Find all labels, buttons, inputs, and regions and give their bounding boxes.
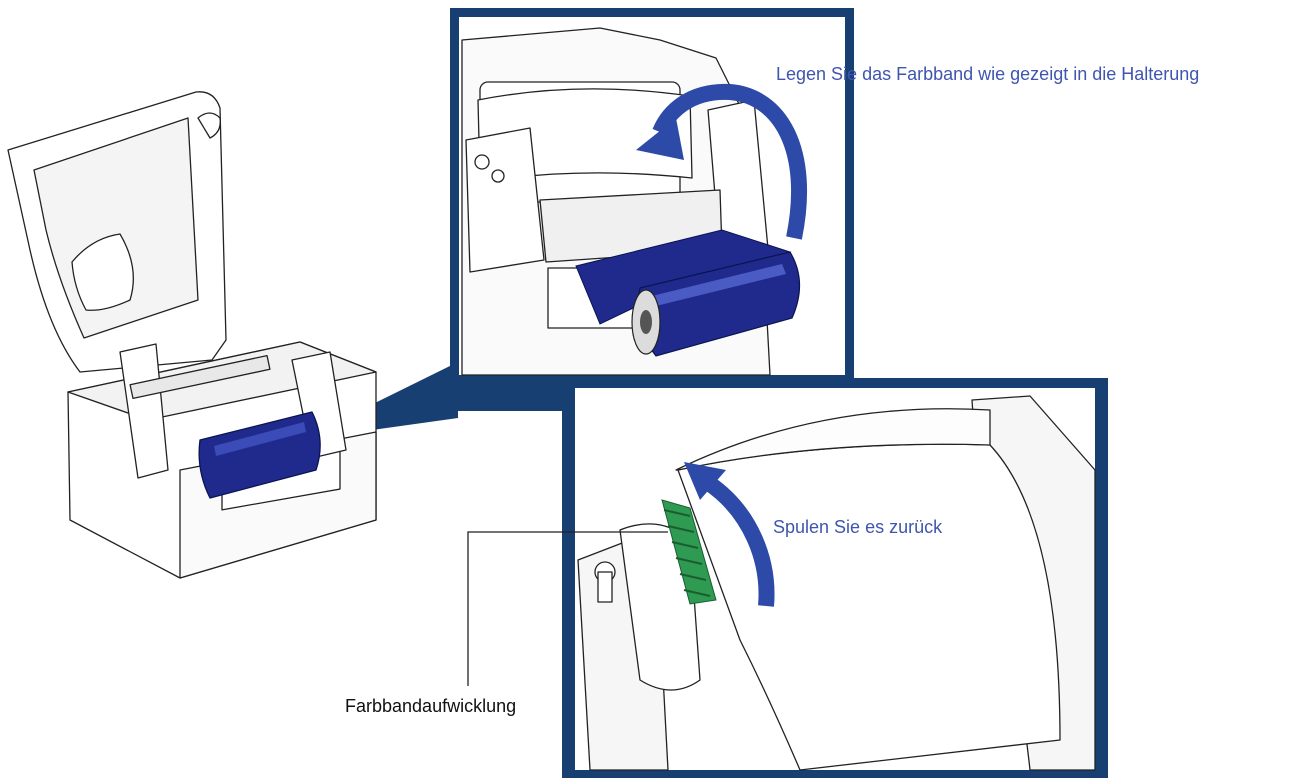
lid-window	[71, 233, 134, 311]
overview-ribbon-highlight	[214, 422, 306, 456]
rewind-arrow	[705, 477, 775, 607]
takeup-gear-teeth	[663, 509, 711, 597]
roll-top-edge	[675, 408, 991, 471]
insert-arrow	[652, 83, 808, 240]
takeup-callout-label: Farbbandaufwicklung	[345, 696, 517, 716]
instruction-insert-label: Legen Sie das Farbband wie gezeigt in di…	[776, 64, 1200, 84]
takeup-gear	[661, 499, 717, 605]
insert-arrow-head	[636, 118, 684, 160]
spool-post-stem	[597, 571, 613, 603]
printer-overview	[7, 91, 377, 579]
adjust-knob	[474, 154, 490, 170]
rewind-arrow-head	[684, 462, 726, 500]
left-frame	[119, 343, 169, 479]
instruction-rewind-label: Spulen Sie es zurück	[773, 517, 943, 537]
callout-leader-line	[467, 531, 668, 686]
ribbon-core-hole	[640, 310, 652, 334]
supply-spindle	[129, 354, 271, 400]
lid-hinge	[197, 112, 221, 139]
left-side-frame-top	[465, 127, 545, 273]
adjust-knob-2	[491, 169, 505, 183]
takeup-gear-body	[661, 499, 717, 605]
detail-bottom-drawing	[577, 395, 1096, 771]
ribbon-roll-top-shine	[652, 264, 786, 306]
